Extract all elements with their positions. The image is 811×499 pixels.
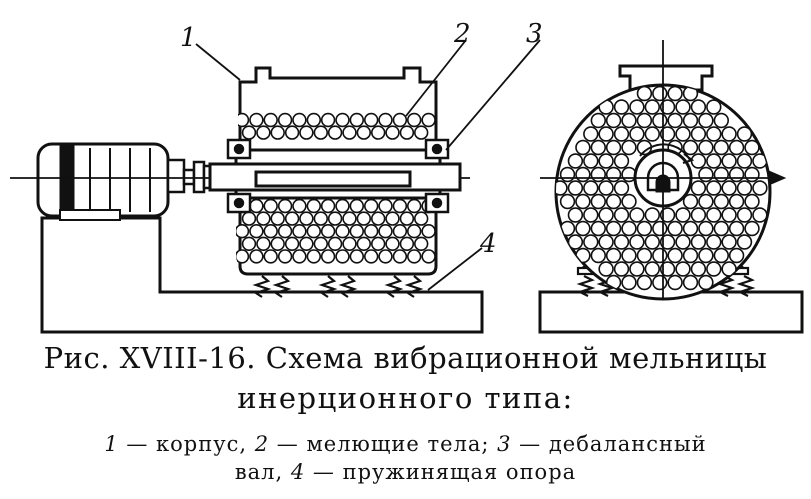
grinding-bodies-top (238, 112, 436, 140)
legend-text-3: — дебалансный (511, 432, 707, 456)
legend-line-2: вал, 4 — пружинящая опора (0, 458, 811, 486)
legend-text-1: — корпус, (118, 432, 255, 456)
legend-num-4: 4 (290, 460, 306, 484)
legend-num-3: 3 (497, 432, 512, 456)
unbalanced-shaft (208, 148, 462, 200)
label-2: 2 (453, 19, 471, 49)
label-1: 1 (180, 23, 197, 53)
electric-motor (36, 142, 186, 221)
mill-diagram: 1 2 3 4 (10, 19, 804, 334)
leader-lines (195, 39, 541, 291)
springs-left (252, 275, 424, 298)
bearing-left (226, 138, 252, 214)
grinding-bodies-bottom (236, 198, 436, 264)
axis-lines-right (540, 40, 787, 300)
legend-text-4: — пружинящая опора (305, 460, 577, 484)
label-3: 3 (526, 19, 543, 49)
bearing-right (424, 138, 450, 214)
label-4: 4 (479, 229, 497, 259)
caption-line-2: инерционного типа: (237, 381, 574, 415)
legend-num-2: 2 (254, 432, 270, 456)
legend-text-2: — мелющие тела; (269, 432, 498, 456)
grinding-bodies-cross-section (556, 85, 768, 291)
legend-num-1: 1 (104, 432, 119, 456)
caption-line-1: Рис. XVIII-16. Схема вибрационной мельни… (43, 341, 768, 375)
legend-text-3b: вал, (234, 460, 291, 484)
left-foundation (40, 216, 484, 334)
legend-line-1: 1 — корпус, 2 — мелющие тела; 3 — дебала… (0, 430, 811, 458)
